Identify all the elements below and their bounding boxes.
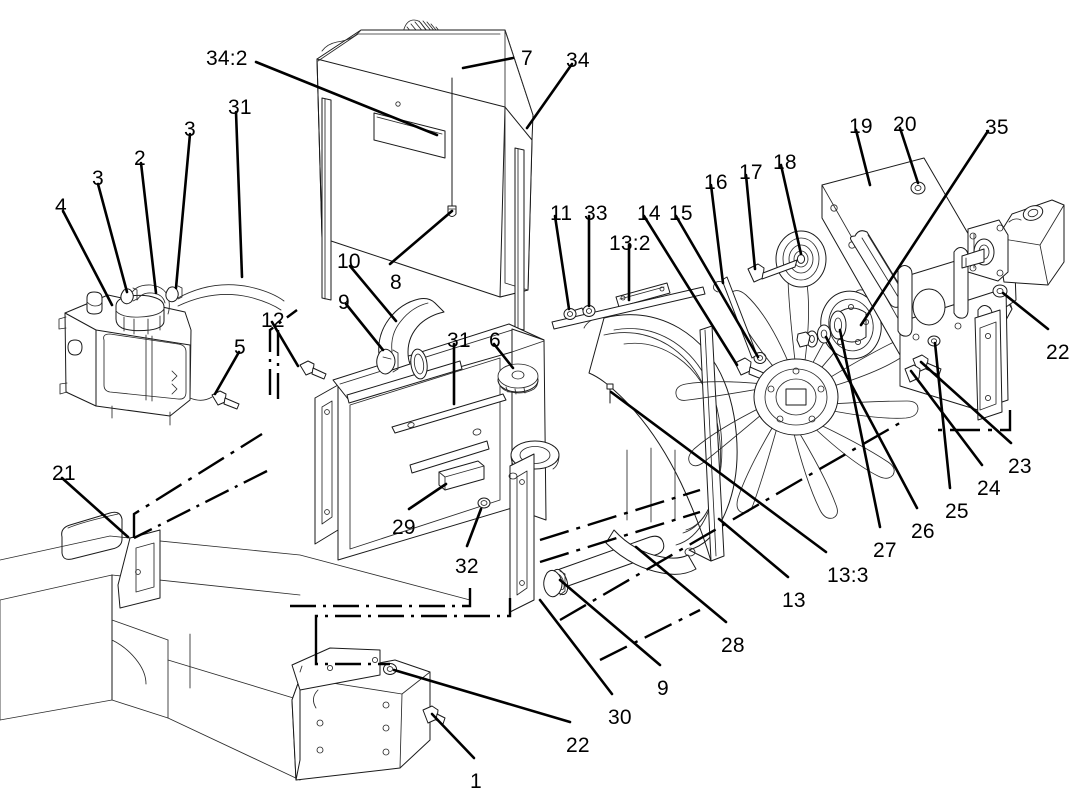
- callout-3-left: 3: [92, 167, 104, 190]
- radiator-group: [299, 323, 560, 613]
- washer-icon: [927, 335, 941, 347]
- callout-35: 35: [985, 116, 1009, 139]
- drain-cock-icon: [438, 460, 485, 491]
- callout-12: 12: [261, 309, 285, 332]
- expansion-tank-group: [58, 284, 285, 426]
- nut-icon: [383, 663, 397, 675]
- callout-25: 25: [945, 500, 969, 523]
- plug-icon: [477, 497, 491, 509]
- callout-11: 11: [550, 202, 573, 225]
- callout-33: 33: [584, 202, 608, 225]
- callout-4: 4: [55, 195, 67, 218]
- callout-22-lower: 22: [566, 734, 590, 757]
- callout-9-upper: 9: [338, 291, 350, 314]
- hood-panel-group: [316, 19, 534, 331]
- mounting-plate-group: [821, 157, 1065, 421]
- callout-13-2: 13:2: [609, 232, 651, 255]
- hoses-group: [376, 298, 665, 598]
- radiator-cap-icon: [497, 363, 539, 395]
- callout-18: 18: [773, 151, 797, 174]
- hose-clamp-icon: [543, 569, 566, 598]
- fan-hub-icon: [820, 290, 882, 360]
- callout-32: 32: [455, 555, 479, 578]
- callout-2: 2: [134, 147, 146, 170]
- callout-26: 26: [911, 520, 935, 543]
- bolt-icon: [747, 259, 798, 283]
- callout-16: 16: [704, 171, 728, 194]
- callout-5: 5: [234, 336, 246, 359]
- callout-13: 13: [782, 589, 806, 612]
- callout-19: 19: [849, 115, 873, 138]
- callout-28: 28: [721, 634, 745, 657]
- callout-21: 21: [52, 462, 76, 485]
- callout-31-lower: 31: [447, 329, 471, 352]
- fan-assembly-group: [675, 230, 919, 519]
- callout-9-lower: 9: [657, 677, 669, 700]
- callout-8: 8: [390, 271, 402, 294]
- callout-34-2: 34:2: [206, 47, 248, 70]
- callout-6: 6: [489, 329, 501, 352]
- nut-icon: [563, 308, 577, 320]
- leader-lines: [60, 56, 1050, 760]
- callout-13-3: 13:3: [827, 564, 869, 587]
- callout-1: 1: [470, 770, 482, 793]
- hose-clamp-icon: [120, 287, 138, 305]
- callout-3-right: 3: [184, 118, 196, 141]
- hose-clamp-icon: [376, 348, 399, 375]
- callout-15: 15: [669, 202, 693, 225]
- bolt-icon: [299, 360, 327, 380]
- assembly-centerlines: [132, 309, 1012, 666]
- callout-10: 10: [337, 250, 361, 273]
- callout-24: 24: [977, 477, 1001, 500]
- callout-34: 34: [566, 49, 590, 72]
- callout-20: 20: [893, 113, 917, 136]
- callout-22-right: 22: [1046, 341, 1070, 364]
- callout-29: 29: [392, 516, 416, 539]
- callout-14: 14: [637, 202, 661, 225]
- hose-clamp-icon: [165, 285, 183, 303]
- nut-icon: [910, 181, 926, 195]
- callout-30: 30: [608, 706, 632, 729]
- idler-pulley-icon: [775, 230, 827, 288]
- chassis-frame-group: [0, 511, 471, 781]
- callout-27: 27: [873, 539, 897, 562]
- hydraulic-motor-icon: [961, 199, 1065, 286]
- callout-7: 7: [521, 47, 533, 70]
- callout-17: 17: [739, 161, 763, 184]
- fan-shroud-group: [551, 282, 767, 575]
- callout-23: 23: [1008, 455, 1032, 478]
- callout-31-upper: 31: [228, 96, 252, 119]
